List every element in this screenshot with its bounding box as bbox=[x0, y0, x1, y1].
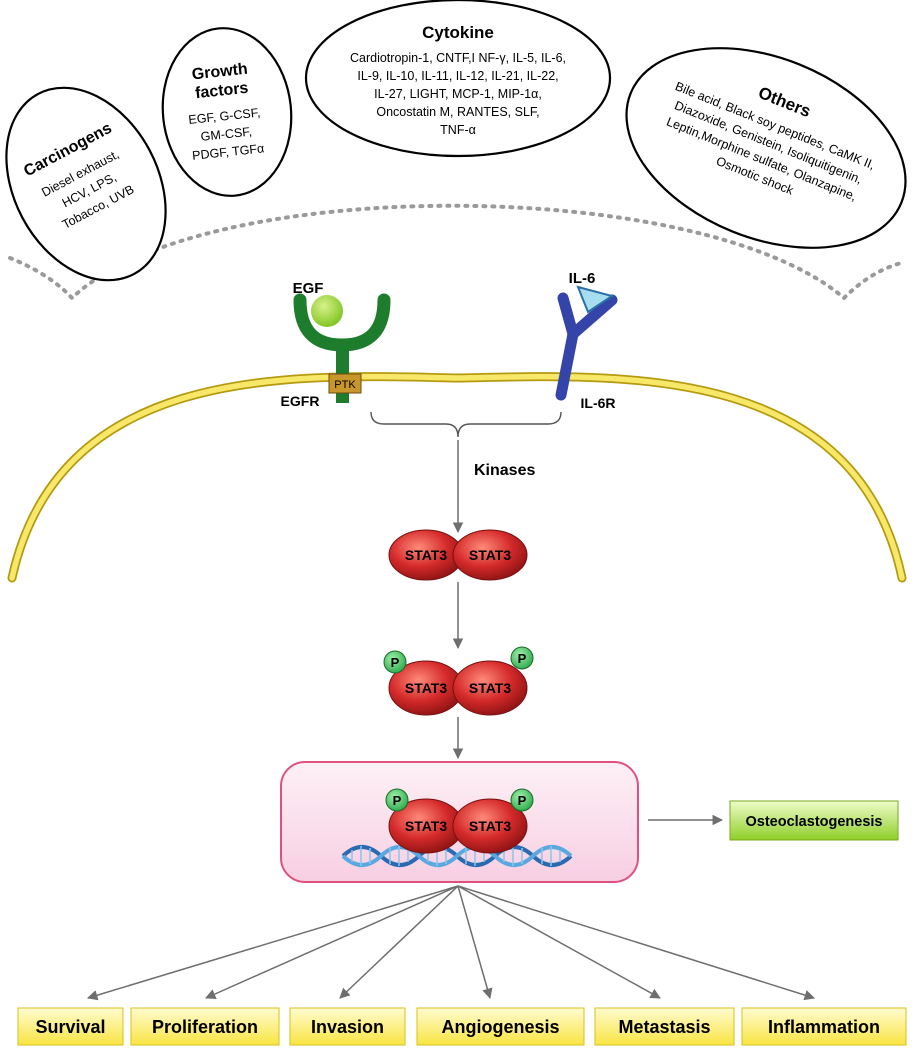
phosphate-label: P bbox=[393, 793, 402, 808]
receptor-bracket bbox=[370, 411, 562, 438]
osteoclastogenesis-box bbox=[729, 800, 899, 841]
outcome-proliferation: Proliferation bbox=[152, 1017, 258, 1037]
others-oval: Others Bile acid, Black soy peptides, Ca… bbox=[625, 47, 907, 249]
stat3-label: STAT3 bbox=[469, 680, 511, 696]
ptk-domain bbox=[328, 373, 362, 394]
outcome-angiogenesis: Angiogenesis bbox=[441, 1017, 559, 1037]
phosphate-icon bbox=[510, 646, 534, 670]
outcome-box-survival bbox=[17, 1007, 124, 1046]
outcome-box-metastasis bbox=[594, 1007, 735, 1046]
outcome-arrows bbox=[86, 885, 816, 1001]
stat3-label: STAT3 bbox=[469, 818, 511, 834]
stat3-label: STAT3 bbox=[405, 680, 447, 696]
cytokine-line: TNF-α bbox=[440, 123, 476, 137]
phospho-stat3-dimer: STAT3 STAT3 P P bbox=[383, 646, 534, 716]
nuclear-stat3-dimer: STAT3 STAT3 P P bbox=[385, 788, 534, 854]
outcome-boxes: Survival Proliferation Invasion Angiogen… bbox=[17, 1007, 907, 1046]
phosphate-label: P bbox=[518, 793, 527, 808]
carcinogens-oval: Carcinogens Diesel exhaust, HCV, LPS, To… bbox=[5, 86, 167, 282]
cytokine-title: Cytokine bbox=[422, 23, 494, 42]
growth-factors-oval: Growth factors EGF, G-CSF, GM-CSF, PDGF,… bbox=[161, 27, 293, 197]
stat3-label: STAT3 bbox=[469, 547, 511, 563]
il6-ligand bbox=[576, 285, 615, 314]
outcome-box-inflammation bbox=[741, 1007, 907, 1046]
outcome-survival: Survival bbox=[35, 1017, 105, 1037]
outcome-box-proliferation bbox=[130, 1007, 280, 1046]
egf-label: EGF bbox=[293, 280, 324, 297]
dna-helix-icon bbox=[341, 845, 573, 867]
growth-factors-title: Growth bbox=[191, 61, 248, 84]
phosphate-label: P bbox=[518, 651, 527, 666]
phosphate-icon bbox=[510, 788, 534, 812]
il6-label: IL-6 bbox=[569, 270, 596, 287]
il6r-label: IL-6R bbox=[581, 395, 616, 411]
phosphate-icon bbox=[383, 650, 407, 674]
phosphate-icon bbox=[385, 788, 409, 812]
osteoclastogenesis-label: Osteoclastogenesis bbox=[746, 814, 883, 830]
outcome-invasion: Invasion bbox=[311, 1017, 384, 1037]
stat3-label: STAT3 bbox=[405, 547, 447, 563]
kinases-label: Kinases bbox=[474, 462, 535, 479]
extracellular-dotted-arc bbox=[8, 203, 907, 301]
stat3-label: STAT3 bbox=[405, 818, 447, 834]
ptk-label: PTK bbox=[334, 379, 356, 391]
outcome-inflammation: Inflammation bbox=[768, 1017, 880, 1037]
growth-factors-title: factors bbox=[194, 80, 249, 102]
egfr-label: EGFR bbox=[281, 393, 320, 409]
outcome-box-angiogenesis bbox=[416, 1007, 585, 1046]
cytokine-line: Oncostatin M, RANTES, SLF, bbox=[376, 105, 539, 119]
growth-factors-line: GM-CSF, bbox=[200, 125, 253, 144]
cytokine-line: IL-27, LIGHT, MCP-1, MIP-1α, bbox=[374, 87, 542, 101]
phosphate-label: P bbox=[391, 655, 400, 670]
egf-ligand bbox=[311, 295, 343, 327]
outcome-box-invasion bbox=[289, 1007, 406, 1046]
cytokine-oval: Cytokine Cardiotropin-1, CNTF,I NF-γ, IL… bbox=[304, 0, 612, 158]
stat3-dimer: STAT3 STAT3 bbox=[388, 529, 528, 581]
il6r-receptor bbox=[555, 285, 618, 401]
cytokine-line: Cardiotropin-1, CNTF,I NF-γ, IL-5, IL-6, bbox=[350, 51, 566, 65]
outcome-metastasis: Metastasis bbox=[618, 1017, 710, 1037]
egfr-receptor: PTK bbox=[293, 293, 391, 403]
cytokine-line: IL-9, IL-10, IL-11, IL-12, IL-21, IL-22, bbox=[357, 69, 558, 83]
